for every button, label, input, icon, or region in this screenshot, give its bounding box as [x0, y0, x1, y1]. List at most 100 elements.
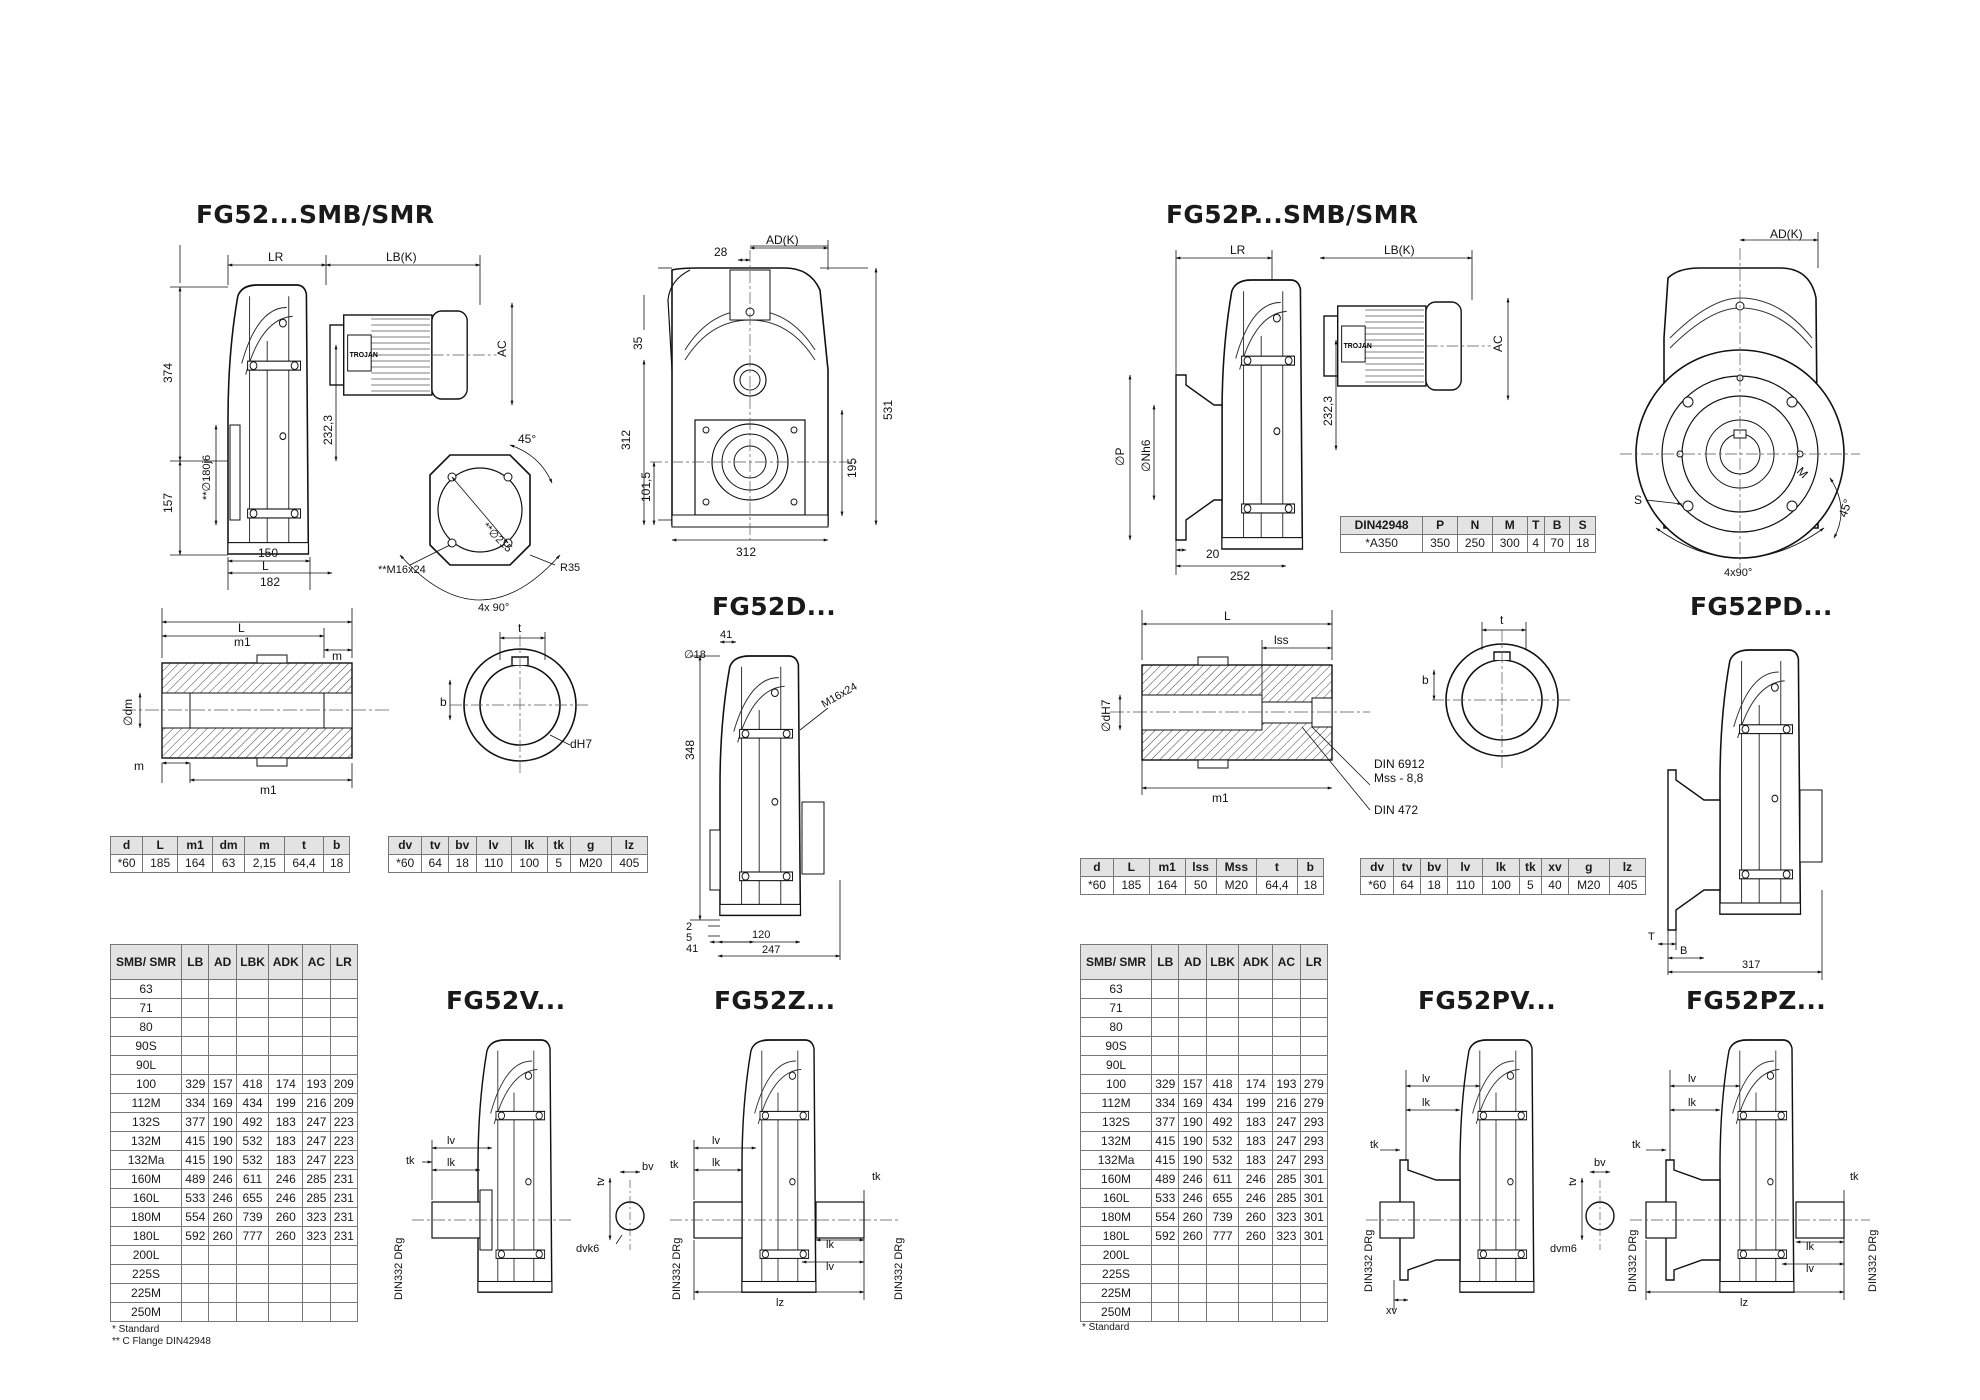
dim-374: 374 — [161, 363, 175, 383]
table-cell: 190 — [208, 1112, 237, 1132]
table-cell: 415 — [181, 1131, 210, 1151]
dim-p-s: S — [1634, 493, 1642, 507]
fg52d-drawing: 41 ∅18 M16x24 348 2 5 41 120 247 — [683, 629, 859, 960]
dim-key-dh7: dH7 — [570, 737, 592, 751]
table-cell — [235, 1036, 270, 1056]
dim-v-bv: bv — [642, 1161, 654, 1173]
td: 5 — [1518, 876, 1543, 895]
table-cell: 183 — [1238, 1112, 1274, 1132]
td: 100 — [510, 854, 548, 873]
table-cell: 180L — [109, 1226, 183, 1246]
dim-p-din472: DIN 472 — [1374, 803, 1418, 817]
table-cell: 183 — [268, 1112, 304, 1132]
table-row: 250M — [109, 1302, 359, 1322]
table-cell — [208, 1245, 237, 1265]
table-cell: 246 — [268, 1169, 304, 1189]
dim-195: 195 — [845, 458, 859, 478]
table-cell: 199 — [1238, 1093, 1274, 1113]
dim-p-dp: ∅P — [1113, 448, 1127, 466]
table-header: SMB/ SMR — [109, 944, 183, 980]
dim-z-tk2: tk — [872, 1171, 881, 1183]
dim-p-shaft-dh7: ∅dH7 — [1099, 699, 1113, 732]
table-cell: 434 — [1205, 1093, 1240, 1113]
table-cell: 301 — [1299, 1226, 1329, 1246]
table-cell: 533 — [1151, 1188, 1180, 1208]
left-note-standard: * Standard — [112, 1324, 160, 1335]
table-cell: 250M — [1079, 1302, 1153, 1322]
th: T — [1526, 516, 1545, 535]
table-cell: 418 — [1205, 1074, 1240, 1094]
table-cell: 225M — [1079, 1283, 1153, 1303]
table-cell — [1272, 1283, 1301, 1303]
table-cell: 169 — [208, 1093, 237, 1113]
dim-p-232: 232,3 — [1321, 396, 1335, 426]
table-cell: 247 — [1272, 1150, 1301, 1170]
th: g — [569, 836, 612, 855]
table-cell: 246 — [268, 1188, 304, 1208]
table-cell — [302, 998, 331, 1018]
table-cell: 190 — [1178, 1150, 1207, 1170]
table-row: 225S — [1079, 1264, 1329, 1284]
table-cell — [329, 1245, 359, 1265]
table-cell — [181, 998, 210, 1018]
table-cell — [329, 1264, 359, 1284]
td: 164 — [177, 854, 214, 873]
table-cell: 247 — [302, 1131, 331, 1151]
table-cell — [1205, 1017, 1240, 1037]
table-cell — [1178, 1264, 1207, 1284]
table-cell: 492 — [235, 1112, 270, 1132]
table-cell — [208, 1017, 237, 1037]
th: lk — [1482, 858, 1520, 877]
table-cell: 193 — [302, 1074, 331, 1094]
table-cell: 415 — [1151, 1150, 1180, 1170]
table-cell: 739 — [235, 1207, 270, 1227]
table-cell — [1272, 1245, 1301, 1265]
table-cell — [181, 1283, 210, 1303]
table-cell: 80 — [1079, 1017, 1153, 1037]
td: 18 — [1419, 876, 1449, 895]
table-cell — [268, 1302, 304, 1322]
dim-z-din2: DIN332 DRg — [893, 1238, 905, 1300]
td: *60 — [1359, 876, 1395, 895]
table-cell: 334 — [181, 1093, 210, 1113]
table-cell: 323 — [302, 1226, 331, 1246]
dim-pz-din: DIN332 DRg — [1627, 1230, 1639, 1292]
table-cell — [1151, 1245, 1180, 1265]
table-cell: 532 — [1205, 1131, 1240, 1151]
td: 18 — [448, 854, 477, 873]
table-cell: 415 — [1151, 1131, 1180, 1151]
dim-z-lz: lz — [776, 1297, 784, 1309]
table-cell — [235, 1302, 270, 1322]
dim-p-ac: AC — [1491, 335, 1505, 352]
table-header: LBK — [235, 944, 270, 980]
table-cell: 611 — [1205, 1169, 1240, 1189]
table-cell: 132Ma — [1079, 1150, 1153, 1170]
table-cell: 247 — [1272, 1131, 1301, 1151]
table-cell: 157 — [208, 1074, 237, 1094]
table-header: LB — [181, 944, 210, 980]
dim-z-lv: lv — [712, 1135, 720, 1147]
dim-pv-xv: xv — [1386, 1305, 1398, 1317]
table-cell — [1205, 998, 1240, 1018]
dim-v-din: DIN332 DRg — [393, 1238, 405, 1300]
table-cell: 334 — [1151, 1093, 1180, 1113]
dim-ac: AC — [495, 340, 509, 357]
table-cell: 183 — [1238, 1150, 1274, 1170]
table-header: LR — [1299, 944, 1329, 980]
dim-28: 28 — [714, 245, 728, 259]
td: 405 — [610, 854, 649, 873]
th: P — [1422, 516, 1458, 535]
dim-shaft-m-b: m — [134, 759, 144, 773]
table-cell — [1238, 1036, 1274, 1056]
table-cell — [1151, 1036, 1180, 1056]
table-cell: 174 — [1238, 1074, 1274, 1094]
dim-shaft-l: L — [238, 621, 245, 635]
dim-z-tk: tk — [670, 1159, 679, 1171]
table-cell — [1205, 979, 1240, 999]
th: lss — [1184, 858, 1217, 877]
td: M20 — [569, 854, 612, 873]
table-cell: 323 — [1272, 1226, 1301, 1246]
table-cell: 246 — [1178, 1169, 1207, 1189]
